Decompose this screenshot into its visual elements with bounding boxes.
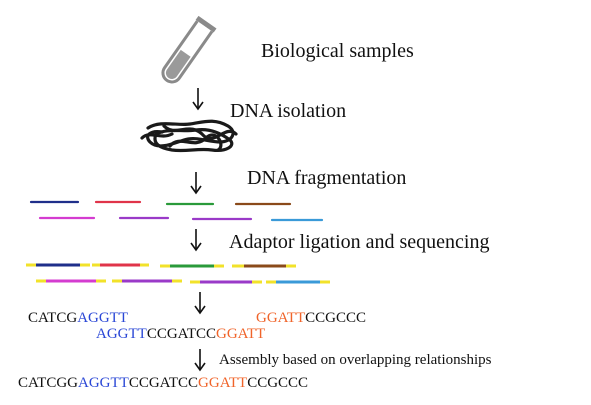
read2-segment-black: CCGCCC <box>305 310 366 326</box>
sequence-read-3: AGGTTCCGATCCGGATT <box>96 326 265 342</box>
dna-coil-icon <box>140 119 238 153</box>
step-assembly: Assembly based on overlapping relationsh… <box>219 352 492 368</box>
read3-segment-black: CCGATCC <box>147 326 216 342</box>
step-biological-samples: Biological samples <box>261 40 414 62</box>
assembled-part-2: AGGTT <box>78 375 129 391</box>
assembled-part-1: CATCGG <box>18 375 78 391</box>
step-adaptor-ligation: Adaptor ligation and sequencing <box>229 231 490 253</box>
step-dna-isolation: DNA isolation <box>230 100 346 122</box>
dna-fragments-row-1 <box>29 200 292 206</box>
read1-segment-black: CATCG <box>28 310 77 326</box>
down-arrow-icon <box>192 88 204 111</box>
down-arrow-icon <box>190 229 202 252</box>
assembled-sequence: CATCGGAGGTTCCGATCCGGATTCCGCCC <box>18 375 308 391</box>
dna-fragments-row-2 <box>38 216 324 222</box>
down-arrow-icon <box>194 349 206 372</box>
adapted-fragments-row-2 <box>36 279 330 284</box>
sequence-read-2: GGATTCCGCCC <box>256 310 366 326</box>
down-arrow-icon <box>194 292 206 315</box>
assembled-part-3: CCGATCC <box>129 375 198 391</box>
assembled-part-5: CCGCCC <box>247 375 308 391</box>
adapted-fragments-row-1 <box>26 263 296 268</box>
step-dna-fragmentation: DNA fragmentation <box>247 167 406 189</box>
read2-segment-orange: GGATT <box>256 310 305 326</box>
down-arrow-icon <box>190 172 202 195</box>
sequence-read-1: CATCGAGGTT <box>28 310 128 326</box>
read3-segment-blue: AGGTT <box>96 326 147 342</box>
read3-segment-orange: GGATT <box>216 326 265 342</box>
read1-segment-blue: AGGTT <box>77 310 128 326</box>
assembled-part-4: GGATT <box>198 375 247 391</box>
test-tube-icon <box>161 15 217 84</box>
